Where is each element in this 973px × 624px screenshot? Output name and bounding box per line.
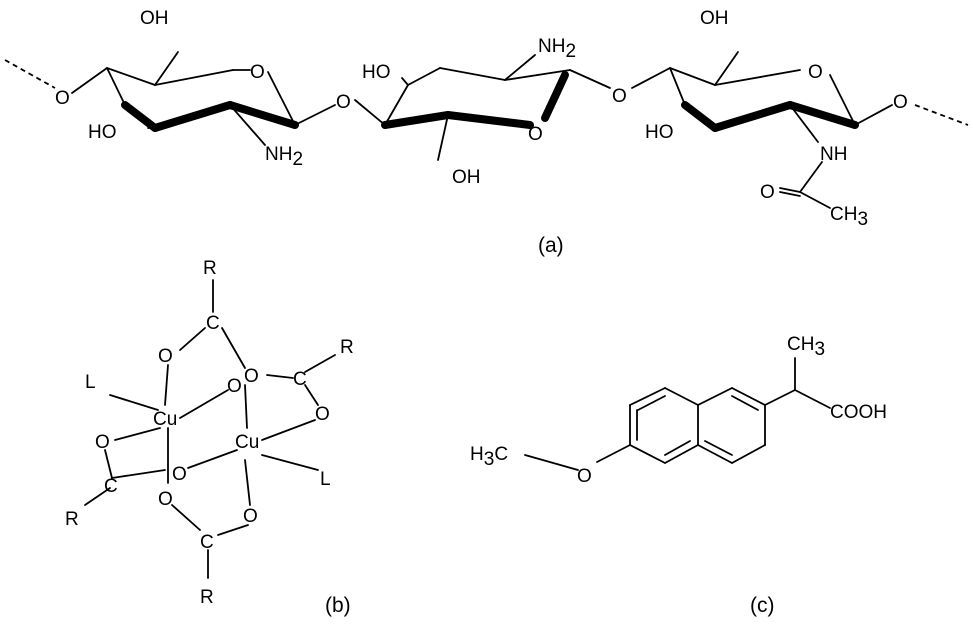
copper-atom-2: Cu [235, 432, 259, 453]
o-bottom-right: O [243, 506, 258, 527]
glycosidic-oxygen-2: O [612, 86, 627, 107]
ring3-link-oxygen: O [893, 92, 908, 113]
ring3-methyl: CH3 [830, 204, 868, 230]
caption-b: (b) [325, 594, 351, 617]
ring3-amide-nh: NH [820, 144, 847, 165]
ring1-amine: NH2 [265, 144, 303, 170]
caption-a: (a) [538, 234, 564, 257]
ring3-oh-top: OH [700, 8, 729, 29]
naproxen-methyl: CH3 [787, 334, 825, 360]
o-right: O [315, 404, 330, 425]
o-left: O [95, 432, 110, 453]
o-bottom-left: O [158, 489, 173, 510]
ring1-oh-top: OH [140, 8, 169, 29]
ring1-link-oxygen: O [55, 88, 70, 109]
copper-paddlewheel-structure: R C O O R C O L Cu O Cu L O C O R O O C … [65, 258, 354, 617]
c-bottom: C [200, 532, 214, 553]
ring3-ring-oxygen: O [808, 62, 823, 83]
chitosan-structure: OH O O HO NH2 O HO NH2 O OH [4, 8, 969, 257]
ligand-right: L [320, 469, 331, 490]
r-right: R [340, 337, 354, 358]
ring1-hydroxyl: HO [88, 122, 117, 143]
caption-c: (c) [750, 594, 775, 617]
r-top: R [203, 258, 217, 279]
ring2-amine: NH2 [538, 36, 576, 62]
ring-1: OH O O HO NH2 [55, 8, 336, 170]
o-mid: O [227, 376, 242, 397]
naproxen-carboxyl: COOH [830, 402, 887, 423]
c-right: C [293, 369, 307, 390]
naproxen-methoxy-methyl: H3C [470, 444, 508, 470]
ring3-carbonyl-oxygen: O [760, 182, 775, 203]
chain-end-right [914, 104, 969, 126]
ring2-hydroxyl: HO [362, 62, 391, 83]
naproxen-ether-oxygen: O [577, 466, 592, 487]
ligand-left: L [85, 372, 96, 393]
copper-atom-1: Cu [153, 409, 177, 430]
ring-3: OH O O HO NH O CH3 [631, 8, 908, 230]
c-top: C [206, 313, 220, 334]
naproxen-structure: CH3 COOH H3C O (c) [470, 334, 887, 617]
chain-end-left [4, 59, 56, 89]
ring1-ring-oxygen: O [250, 62, 265, 83]
ring2-hydroxyl-bottom: OH [452, 167, 481, 188]
o-center: O [172, 464, 187, 485]
glycosidic-oxygen-1: O [336, 92, 351, 113]
o-top-left: O [158, 346, 173, 367]
ring3-hydroxyl: HO [645, 122, 674, 143]
ring2-ring-oxygen: O [528, 124, 543, 145]
r-left: R [65, 509, 79, 530]
c-left: C [104, 476, 118, 497]
r-bottom: R [200, 587, 214, 608]
ring-2: HO NH2 O OH [354, 36, 611, 188]
o-top-right: O [244, 366, 259, 387]
